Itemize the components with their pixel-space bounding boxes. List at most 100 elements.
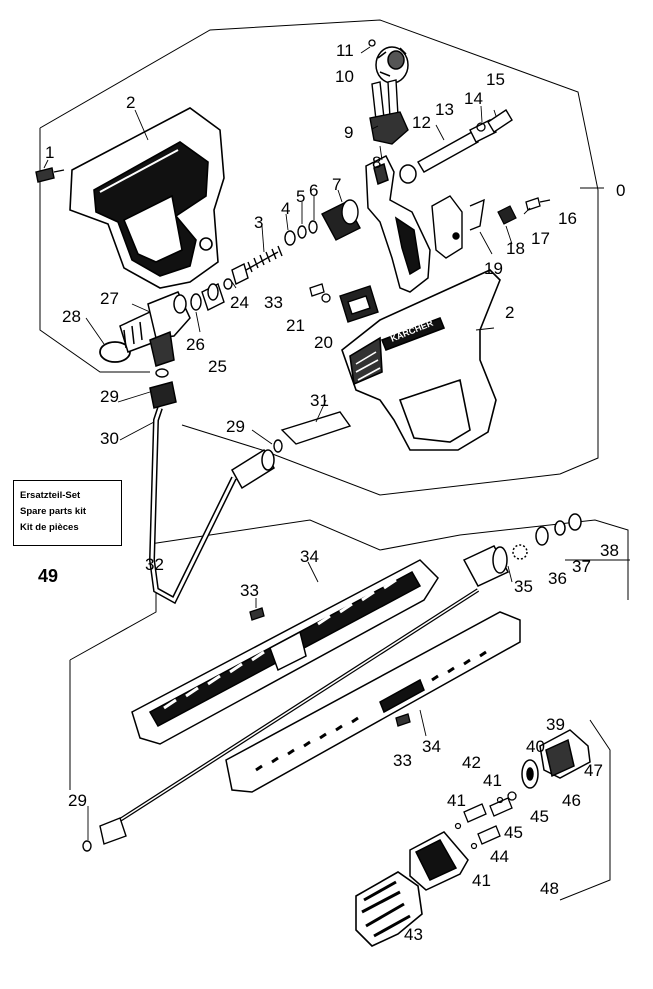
lower-assembly-frame	[69, 519, 630, 901]
jet-pin-part-44	[477, 825, 501, 845]
o-ring-part-29-c	[82, 840, 92, 852]
jet-pin-part-42	[463, 803, 487, 823]
label-4: 4	[281, 199, 290, 218]
label-39: 39	[546, 715, 565, 734]
label-30: 30	[100, 429, 119, 448]
label-45-b: 45	[530, 807, 549, 826]
label-26: 26	[186, 335, 205, 354]
label-45-a: 45	[504, 823, 523, 842]
screw-part-33-lower	[395, 713, 411, 727]
label-37: 37	[572, 557, 591, 576]
label-1: 1	[45, 143, 54, 162]
spring-part-3	[245, 245, 283, 273]
label-41-b: 41	[447, 791, 466, 810]
label-42: 42	[462, 753, 481, 772]
label-18: 18	[506, 239, 525, 258]
nozzle-body-part-48	[409, 831, 469, 891]
label-0: 0	[616, 181, 625, 200]
label-40: 40	[526, 737, 545, 756]
lock-plate-part-19	[431, 195, 463, 259]
leader-lines	[43, 46, 531, 840]
label-10: 10	[335, 67, 354, 86]
washer-part-37	[554, 520, 566, 536]
label-33-upper: 33	[264, 293, 283, 312]
hose-part-30	[148, 381, 276, 605]
housing-left-part-2	[69, 107, 225, 289]
washer-part-5	[297, 225, 307, 239]
label-14: 14	[464, 89, 483, 108]
nut-part-35	[462, 545, 510, 587]
label-38: 38	[600, 541, 619, 560]
label-8: 8	[372, 153, 381, 172]
label-19: 19	[484, 259, 503, 278]
handle-shell-lower-part-34	[225, 611, 521, 793]
label-35: 35	[514, 577, 533, 596]
label-2-left: 2	[126, 93, 135, 112]
catch-block-part-20	[339, 285, 379, 323]
valve-seat-part-24	[223, 262, 249, 290]
trigger-part-8	[365, 154, 431, 293]
kit-label-de: Ersatzteil-Set	[20, 490, 81, 501]
label-44: 44	[490, 847, 509, 866]
ring-part-6	[308, 220, 318, 234]
cap-part-38	[568, 513, 582, 531]
label-29-a: 29	[100, 387, 119, 406]
label-15: 15	[486, 70, 505, 89]
label-33-middle: 33	[240, 581, 259, 600]
pin-part-15	[487, 109, 513, 133]
label-2-right: 2	[505, 303, 514, 322]
star-washer-part-35	[512, 544, 528, 560]
label-41-a: 41	[483, 771, 502, 790]
label-46: 46	[562, 791, 581, 810]
label-27: 27	[100, 289, 119, 308]
label-24: 24	[230, 293, 249, 312]
screw-part-1	[35, 167, 65, 183]
kit-label-fr: Kit de pièces	[20, 522, 79, 533]
label-5: 5	[296, 187, 305, 206]
ring-part-14	[476, 122, 486, 132]
screw-part-33-middle	[249, 607, 265, 621]
label-34-upper: 34	[300, 547, 319, 566]
label-9: 9	[344, 123, 353, 142]
o-ring-part-26	[190, 293, 202, 311]
label-16: 16	[558, 209, 577, 228]
label-32: 32	[145, 555, 164, 574]
lever-part-9	[369, 79, 409, 145]
label-7: 7	[332, 175, 341, 194]
part-labels: 0 1 2 2 3 4 5 6 7 8 9 10 11 12 13 14 15 …	[45, 41, 625, 944]
label-17: 17	[531, 229, 550, 248]
label-41-c: 41	[472, 871, 491, 890]
upper-assembly-frame	[39, 19, 604, 496]
screw-part-33-upper	[309, 283, 325, 297]
housing-right-part-2: KÄRCHER	[341, 269, 501, 451]
o-ring-part-29-b	[273, 439, 283, 453]
handle-shell-upper-part-34	[131, 559, 439, 745]
nozzle-cap-part-43	[355, 871, 423, 947]
label-29-b: 29	[226, 417, 245, 436]
label-36: 36	[548, 569, 567, 588]
washer-part-21	[321, 293, 331, 303]
label-31: 31	[310, 391, 329, 410]
label-48: 48	[540, 879, 559, 898]
inlet-fitting-part-27	[119, 291, 191, 367]
nozzle-ring-part-39	[521, 759, 539, 789]
label-43: 43	[404, 925, 423, 944]
o-ring-part-29-a	[155, 368, 169, 378]
label-21: 21	[286, 316, 305, 335]
lance-tube	[99, 588, 480, 845]
plate-part-31	[280, 411, 352, 445]
label-29-c: 29	[68, 791, 87, 810]
label-13: 13	[435, 100, 454, 119]
valve-body-part-7	[321, 199, 361, 241]
screw-part-16	[525, 197, 551, 211]
o-ring-part-36	[535, 526, 549, 546]
seal-part-46	[507, 791, 517, 801]
adjust-knob-part-10	[375, 46, 409, 84]
label-11: 11	[336, 41, 354, 60]
label-34-lower: 34	[422, 737, 441, 756]
label-28: 28	[62, 307, 81, 326]
spare-parts-kit-box: Ersatzteil-Set Spare parts kit Kit de pi…	[13, 480, 122, 546]
o-ring-part-11	[368, 39, 376, 47]
label-3: 3	[254, 213, 263, 232]
